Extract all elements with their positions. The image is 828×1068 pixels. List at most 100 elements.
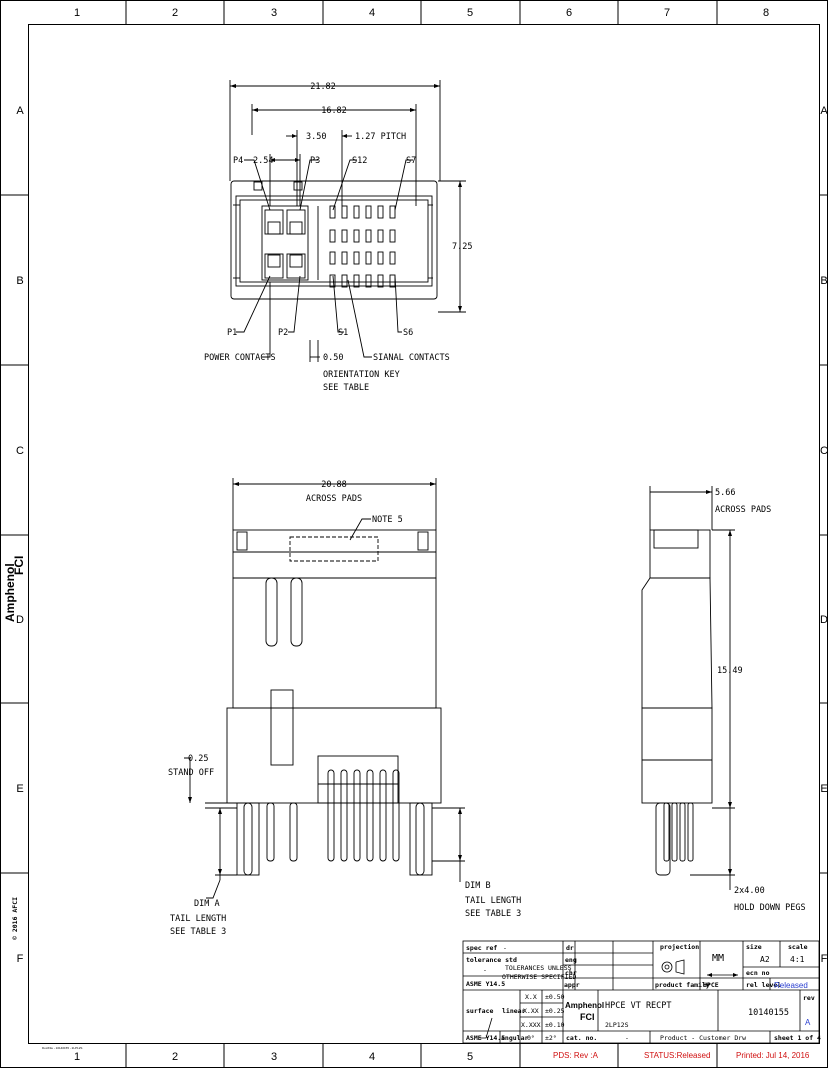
svg-text:MM: MM	[712, 953, 724, 964]
footer-status: PDS: Rev :A STATUS:Released Printed: Jul…	[553, 1051, 810, 1060]
svg-text:X.XXX: X.XXX	[521, 1021, 541, 1029]
front-pins	[266, 769, 400, 862]
title-block	[462, 940, 820, 1044]
row-label: F	[821, 953, 828, 965]
svg-text:2LP12S: 2LP12S	[605, 1021, 629, 1029]
svg-text:product family: product family	[655, 981, 710, 989]
title-block-labels: spec ref - tolerance std - TOLERANCES UN…	[466, 943, 821, 1042]
svg-text:S6: S6	[403, 328, 413, 338]
copyright: © 2016 AFCI	[11, 897, 19, 940]
svg-text:DIM B: DIM B	[465, 881, 491, 891]
svg-text:X.X: X.X	[525, 993, 537, 1001]
svg-text:±2°: ±2°	[545, 1034, 557, 1042]
svg-text:rel level: rel level	[746, 981, 781, 989]
svg-text:-: -	[503, 944, 507, 952]
row-label: E	[16, 783, 23, 795]
col-label: 7	[664, 7, 670, 19]
svg-text:dr: dr	[566, 944, 574, 952]
col-label: 6	[566, 7, 572, 19]
side-view-arrows	[706, 490, 732, 875]
svg-text:angular: angular	[501, 1034, 528, 1042]
col-label: 4	[369, 1051, 375, 1063]
col-label: 1	[74, 7, 80, 19]
row-label: C	[16, 445, 24, 457]
front-view-arrows	[188, 482, 462, 875]
svg-text:2.54: 2.54	[253, 156, 273, 166]
col-label: 1	[74, 1051, 80, 1063]
inner-frame	[28, 24, 820, 1044]
col-label: 2	[172, 1051, 178, 1063]
row-label: B	[16, 275, 23, 287]
col-label: 3	[271, 1051, 277, 1063]
svg-text:SEE TABLE: SEE TABLE	[323, 383, 369, 393]
row-label: D	[16, 614, 24, 626]
svg-text:7.25: 7.25	[452, 242, 472, 252]
svg-text:STAND OFF: STAND OFF	[168, 768, 214, 778]
pds-status: PDS: Rev :A	[553, 1051, 599, 1060]
front-view	[184, 478, 465, 899]
svg-text:HPCE: HPCE	[703, 981, 719, 989]
rel-level-value: Released	[774, 981, 808, 990]
svg-text:size: size	[746, 943, 762, 951]
svg-text:A2: A2	[760, 955, 770, 964]
svg-text:ACROSS PADS: ACROSS PADS	[715, 505, 771, 515]
print-date: Printed: Jul 14, 2016	[736, 1051, 810, 1060]
svg-text:ASME Y14.5: ASME Y14.5	[466, 1034, 505, 1042]
svg-text:Amphenol: Amphenol	[565, 1001, 604, 1010]
top-view-labels: 21.82 16.82 3.50 1.27 PITCH P4 2.54 P3 S…	[204, 82, 472, 393]
rev-value: A	[805, 1018, 811, 1027]
svg-text:10140155: 10140155	[748, 1008, 789, 1018]
svg-text:TAIL LENGTH: TAIL LENGTH	[170, 914, 226, 924]
row-label: D	[820, 614, 828, 626]
file-note: Doc/File - 10140155 - 2LP12S	[42, 1046, 82, 1050]
svg-text:sheet 1 of 4: sheet 1 of 4	[774, 1034, 821, 1042]
svg-text:±0.10: ±0.10	[545, 1021, 565, 1029]
svg-text:P1: P1	[227, 328, 237, 338]
svg-text:rev: rev	[803, 994, 815, 1002]
svg-text:-: -	[625, 1034, 629, 1042]
svg-text:HPCE VT RECPT: HPCE VT RECPT	[605, 1001, 672, 1011]
svg-text:-: -	[483, 966, 487, 974]
svg-text:ORIENTATION KEY: ORIENTATION KEY	[323, 370, 400, 380]
signal-contact-grid	[329, 205, 396, 288]
svg-text:Amphenol: Amphenol	[3, 563, 17, 622]
svg-text:S7: S7	[406, 156, 416, 166]
svg-text:Product - Customer Drw: Product - Customer Drw	[660, 1034, 746, 1042]
col-label: 4	[369, 7, 375, 19]
svg-text:ACROSS PADS: ACROSS PADS	[306, 494, 362, 504]
svg-text:1.27 PITCH: 1.27 PITCH	[355, 132, 406, 142]
svg-text:TOLERANCES UNLESS: TOLERANCES UNLESS	[505, 964, 572, 972]
svg-text:0.50: 0.50	[323, 353, 343, 363]
svg-text:0.25: 0.25	[188, 754, 208, 764]
svg-text:surface: surface	[466, 1007, 493, 1015]
svg-text:S1: S1	[338, 328, 348, 338]
svg-text:linear: linear	[502, 1007, 526, 1015]
svg-text:P3: P3	[310, 156, 320, 166]
svg-text:3.50: 3.50	[306, 132, 326, 142]
svg-text:±0.50: ±0.50	[545, 993, 565, 1001]
svg-text:15.49: 15.49	[717, 666, 743, 676]
svg-text:tolerance std: tolerance std	[466, 956, 517, 964]
svg-text:cat. no.: cat. no.	[566, 1034, 597, 1042]
svg-text:SEE TABLE 3: SEE TABLE 3	[170, 927, 226, 937]
col-label: 5	[467, 7, 473, 19]
svg-text:eng: eng	[565, 956, 577, 964]
col-label: 3	[271, 7, 277, 19]
svg-text:POWER CONTACTS: POWER CONTACTS	[204, 353, 276, 363]
vertical-logo: Amphenol FCI	[3, 556, 26, 622]
row-label: B	[820, 275, 827, 287]
row-label: F	[17, 953, 24, 965]
svg-text:SIANAL CONTACTS: SIANAL CONTACTS	[373, 353, 450, 363]
row-label: C	[820, 445, 828, 457]
svg-text:ecn no: ecn no	[746, 969, 770, 977]
col-label: 5	[467, 1051, 473, 1063]
svg-text:FCI: FCI	[12, 556, 26, 575]
titleblock-logo: Amphenol FCI	[565, 1001, 604, 1022]
col-label: 8	[763, 7, 769, 19]
svg-text:4:1: 4:1	[790, 955, 805, 964]
row-label: A	[16, 105, 24, 117]
svg-text:20.88: 20.88	[321, 480, 347, 490]
svg-text:X.XX: X.XX	[523, 1007, 539, 1015]
svg-text:FCI: FCI	[580, 1012, 595, 1022]
